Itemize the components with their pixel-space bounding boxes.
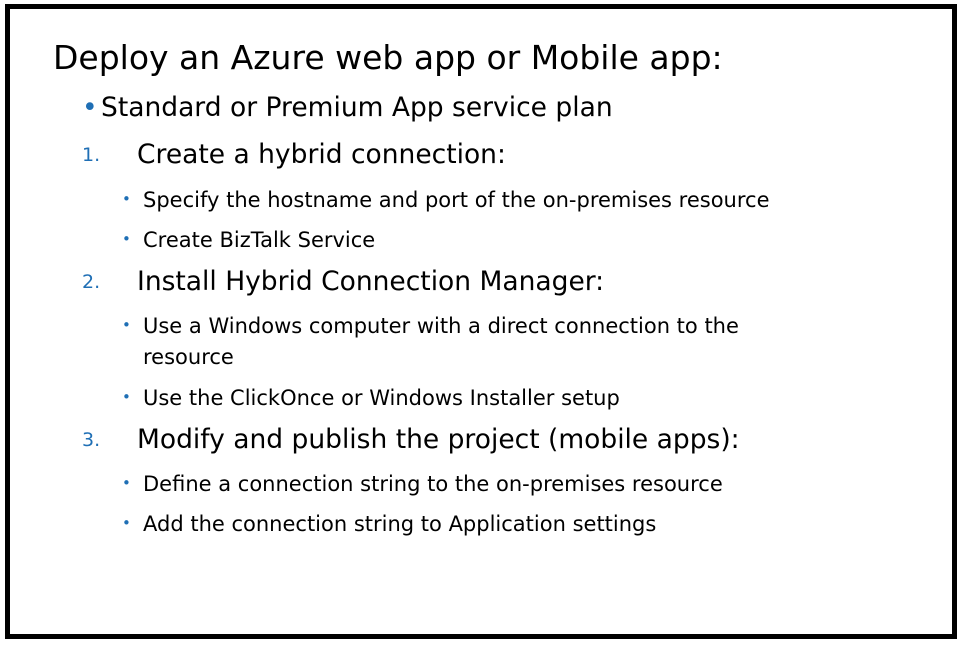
step-1-item-1-text: Specify the hostname and port of the on-… (143, 188, 770, 212)
step-3-heading: 3. Modify and publish the project (mobile… (82, 423, 740, 457)
step-2-item-2-text: Use the ClickOnce or Windows Installer s… (143, 386, 620, 410)
step-1-heading: 1. Create a hybrid connection: (82, 138, 506, 172)
step-3-number: 3. (82, 429, 101, 451)
bullet-icon: • (122, 474, 131, 492)
step-2-item-2: • Use the ClickOnce or Windows Installer … (122, 382, 620, 413)
bullet-icon: • (82, 92, 98, 123)
bullet-icon: • (122, 230, 131, 248)
step-3-item-2-text: Add the connection string to Application… (143, 512, 657, 536)
slide-frame (5, 4, 957, 639)
step-3-item-1-text: Define a connection string to the on-pre… (143, 472, 723, 496)
intro-text: Standard or Premium App service plan (101, 92, 613, 123)
bullet-icon: • (122, 190, 131, 208)
step-2-number: 2. (82, 271, 101, 293)
step-2-item-1-continuation: resource (143, 345, 234, 369)
bullet-icon: • (122, 388, 131, 406)
bullet-icon: • (122, 514, 131, 532)
step-2-heading: 2. Install Hybrid Connection Manager: (82, 265, 604, 299)
step-2-heading-text: Install Hybrid Connection Manager: (137, 266, 605, 297)
step-1-item-2-text: Create BizTalk Service (143, 228, 376, 252)
step-3-item-2: • Add the connection string to Applicatio… (122, 508, 656, 539)
step-1-heading-text: Create a hybrid connection: (137, 139, 506, 170)
step-3-heading-text: Modify and publish the project (mobile a… (137, 424, 740, 455)
step-1-item-1: • Specify the hostname and port of the on… (122, 184, 770, 215)
step-3-item-1: • Define a connection string to the on-pr… (122, 468, 723, 499)
step-2-item-1-text: Use a Windows computer with a direct con… (143, 314, 739, 338)
step-2-item-1: • Use a Windows computer with a direct co… (122, 310, 739, 341)
intro-bullet-item: •Standard or Premium App service plan (82, 91, 613, 125)
bullet-icon: • (122, 316, 131, 334)
step-1-item-2: • Create BizTalk Service (122, 224, 375, 255)
slide-title: Deploy an Azure web app or Mobile app: (53, 38, 723, 77)
step-1-number: 1. (82, 144, 101, 166)
